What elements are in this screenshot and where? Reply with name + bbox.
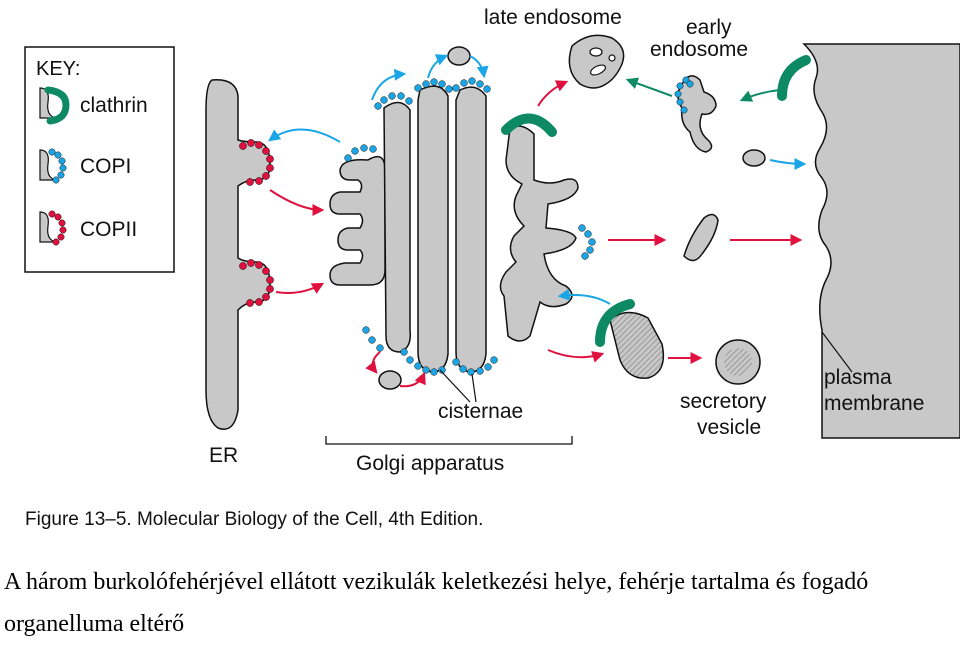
golgi-bracket [325,436,573,445]
early-endosome-copi-coat [674,76,694,114]
key-copi-label: COPI [80,155,131,178]
key-clathrin-label: clathrin [80,94,148,117]
golgi-copi-coats [344,77,596,376]
late-endosome [568,34,625,89]
key-clathrin-icon [39,86,70,125]
arrow-golgi-to-er [268,128,341,143]
arrow-golgi-cycle-5 [399,371,426,388]
secretory-vesicle-label-1: secretory [680,390,767,413]
early-endosome-label-2: endosome [650,38,748,61]
arrow-er-to-golgi-1 [269,189,325,216]
golgi-label: Golgi apparatus [356,452,504,475]
early-endosome-label-1: early [686,16,732,39]
late-endosome-label: late endosome [484,6,622,29]
arrow-golgi-to-immature-granule [547,349,605,363]
golgi-apparatus [329,46,596,390]
er-copii-coat-1 [239,139,274,186]
cisternae-label: cisternae [438,400,523,423]
body-text: A három burkolófehérjével ellátott vezik… [4,569,869,637]
arrow-golgi-cycle-2 [427,54,449,79]
early-endosome [674,75,766,167]
arrow-membrane-to-early-endosome [739,89,781,102]
golgi-top-vesicle [447,46,471,66]
recycling-vesicle [742,149,766,167]
immature-secretory-granule [595,299,665,379]
er-label: ER [209,444,238,467]
er-copii-coat-2 [239,259,274,307]
key-copii-label: COPII [80,218,137,241]
arrow-golgi-cycle-4 [365,351,381,374]
plasma-membrane-label-1: plasma [824,366,892,389]
cisternae-pointer-2 [471,373,477,403]
key-copi-icon [39,148,67,184]
golgi-bottom-vesicle [378,370,402,390]
er-organelle [205,79,274,430]
plasma-membrane-pointer [821,331,853,373]
golgi-clathrin-coat [501,113,557,137]
transport-vesicle [683,213,719,262]
plasma-membrane-label-2: membrane [824,392,924,415]
cisternae-pointer-1 [439,369,471,403]
arrow-golgi-cycle-3 [469,55,489,79]
membrane-clathrin-coat [777,55,811,101]
arrow-er-to-golgi-2 [275,282,325,294]
arrow-early-to-late-endosome [625,77,673,97]
arrow-recycling-to-membrane [769,157,807,170]
figure-caption: Figure 13–5. Molecular Biology of the Ce… [25,509,484,530]
arrow-golgi-to-late-endosome [537,80,569,107]
vesicle-transport-diagram: KEY: clathrin COPI COPII [24,6,960,475]
plasma-membrane [777,43,960,439]
secretory-vesicle-label-2: vesicle [697,416,761,439]
arrow-golgi-cycle-1 [371,68,407,101]
arrow-immature-to-golgi [557,288,611,305]
key-copii-icon [39,210,67,246]
key-box: KEY: clathrin COPI COPII [24,46,175,273]
key-title: KEY: [36,58,80,80]
